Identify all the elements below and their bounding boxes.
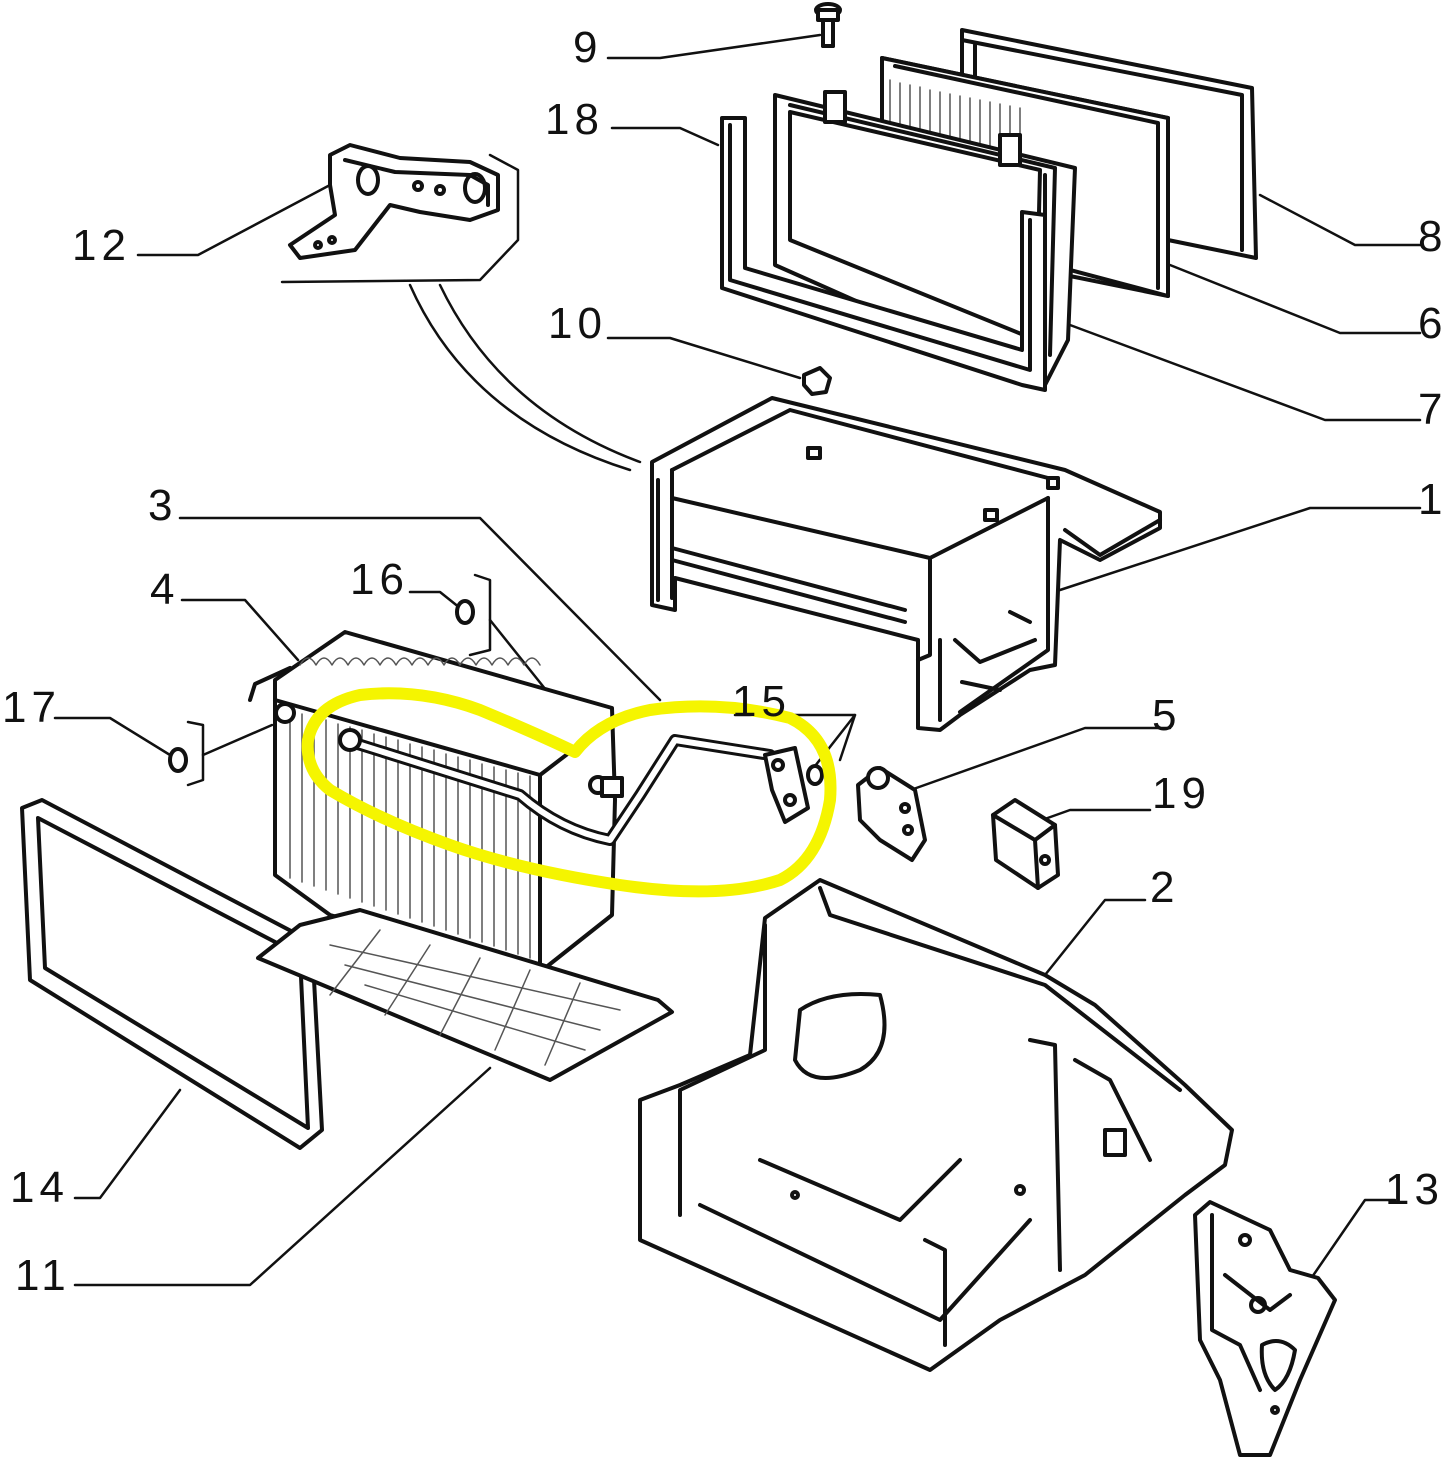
leader-4 [180, 598, 300, 662]
leader-10 [606, 336, 802, 380]
callout-13: 13 [1385, 1165, 1444, 1214]
leader-9 [606, 33, 822, 60]
callout-18: 18 [545, 95, 604, 144]
callout-16: 16 [350, 555, 409, 604]
part-18-gasket [720, 116, 1047, 392]
leader-14 [73, 1088, 182, 1200]
leader-6 [1168, 263, 1422, 335]
leader-11 [73, 1066, 492, 1287]
bracket-17 [186, 720, 205, 787]
leader-5 [903, 726, 1172, 794]
leader-15b [838, 713, 857, 762]
part-15-pipe [338, 728, 824, 846]
bracket-16 [468, 573, 492, 657]
part-9-screw [814, 2, 842, 48]
leader-12 [136, 183, 332, 257]
part-13-side-bracket [1193, 1200, 1337, 1457]
part-2-lower-housing [638, 878, 1234, 1372]
bracket-12-line [280, 153, 520, 284]
callout-15: 15 [732, 677, 791, 726]
callout-19: 19 [1152, 769, 1211, 818]
part-11-grid-filter [256, 908, 674, 1082]
bracket-17-line [201, 723, 274, 757]
callout-8: 8 [1418, 212, 1445, 261]
part-10-clip [802, 366, 832, 396]
leader-3 [178, 516, 662, 702]
part-4-evaporator [248, 630, 617, 974]
callout-11: 11 [15, 1251, 71, 1300]
leader-1 [1058, 506, 1422, 592]
reference-arc-outer [408, 283, 632, 472]
callout-7: 7 [1418, 385, 1445, 434]
callout-14: 14 [10, 1163, 69, 1212]
part-19-block [991, 798, 1060, 890]
part-5-expansion-valve [856, 766, 927, 862]
callout-5: 5 [1152, 691, 1182, 740]
leader-17 [53, 716, 172, 757]
callout-3: 3 [148, 481, 178, 530]
part-16-o-ring [455, 599, 475, 625]
part-17-o-ring [168, 747, 188, 773]
callout-4: 4 [150, 565, 180, 614]
leader-18 [610, 126, 720, 147]
part-15-highlight [301, 687, 837, 898]
leader-19 [1040, 808, 1152, 822]
callout-12: 12 [72, 221, 131, 270]
part-14-gasket [20, 798, 324, 1150]
callout-2: 2 [1150, 863, 1180, 912]
leader-2 [1043, 898, 1147, 977]
part-12-bracket [288, 143, 500, 260]
callout-17: 17 [2, 683, 61, 732]
leader-7 [1068, 323, 1422, 422]
leader-16 [408, 590, 462, 610]
leader-13 [1308, 1198, 1397, 1282]
leader-8 [1258, 193, 1422, 247]
callout-9: 9 [573, 23, 603, 72]
callout-1: 1 [1418, 475, 1445, 524]
part-1-upper-housing [650, 396, 1162, 732]
callout-10: 10 [548, 299, 607, 348]
reference-arc-inner [438, 283, 642, 464]
callout-6: 6 [1418, 299, 1445, 348]
